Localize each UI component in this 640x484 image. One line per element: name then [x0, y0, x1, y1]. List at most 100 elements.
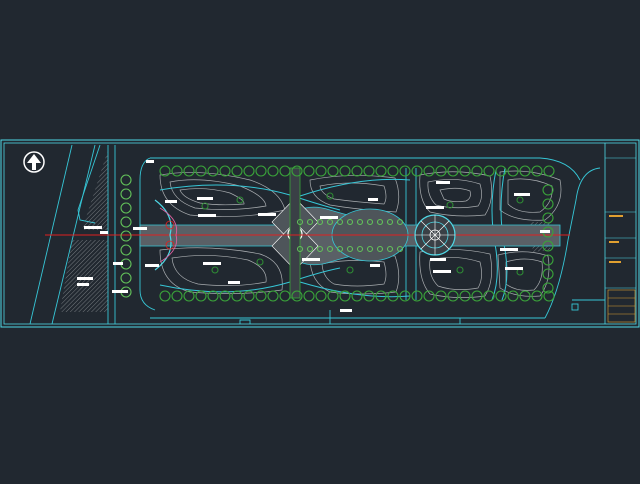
tree-icon: [495, 290, 507, 302]
tree-icon: [195, 165, 207, 177]
tree-icon: [195, 290, 207, 302]
tree-icon: [279, 165, 291, 177]
tree-icon: [447, 290, 459, 302]
annotation-labels: [77, 160, 550, 312]
tree-icon: [207, 165, 219, 177]
tree-icon: [183, 290, 195, 302]
tree-icon: [447, 165, 459, 177]
label-box: [436, 181, 450, 184]
label-box: [100, 231, 108, 234]
tree-icon: [236, 196, 244, 204]
tree-icon: [542, 282, 554, 294]
label-box: [340, 309, 352, 312]
tree-icon: [211, 266, 219, 274]
label-box: [198, 214, 216, 217]
tree-icon: [296, 245, 304, 253]
sheet-frame-inner: [3, 142, 637, 325]
west-entrance-plaza: [154, 199, 178, 271]
tree-icon: [542, 240, 554, 252]
tree-icon: [543, 290, 555, 302]
tree-icon: [363, 290, 375, 302]
tree-icon: [459, 165, 471, 177]
tree-icon: [396, 218, 404, 226]
tree-icon: [471, 290, 483, 302]
label-box: [197, 197, 213, 200]
label-box: [84, 226, 102, 229]
tree-icon: [255, 290, 267, 302]
label-box: [433, 270, 451, 273]
label-box: [426, 206, 444, 209]
tree-icon: [542, 254, 554, 266]
tree-icon: [159, 290, 171, 302]
tree-icon: [542, 198, 554, 210]
label-box: [165, 200, 177, 203]
label-box: [133, 227, 147, 230]
label-box: [368, 198, 378, 201]
label-box: [514, 193, 530, 196]
tree-icon: [171, 290, 183, 302]
tree-icon: [411, 290, 423, 302]
tree-icon: [326, 218, 334, 226]
tree-icon: [507, 165, 519, 177]
tree-icon: [291, 290, 303, 302]
tree-icon: [336, 218, 344, 226]
label-box: [258, 213, 276, 216]
label-box: [77, 277, 93, 280]
tree-icon: [207, 290, 219, 302]
tree-icon: [219, 165, 231, 177]
radial-fountain-icon: [414, 214, 456, 256]
tree-icon: [495, 165, 507, 177]
tree-icon: [291, 165, 303, 177]
tree-icon: [256, 258, 264, 266]
label-box: [370, 264, 380, 267]
tree-icon: [120, 244, 132, 256]
label-box: [228, 281, 240, 284]
tree-icon: [519, 165, 531, 177]
tree-icon: [159, 165, 171, 177]
tree-icon: [435, 165, 447, 177]
tree-icon: [531, 165, 543, 177]
tree-icon: [279, 290, 291, 302]
tree-icon: [303, 290, 315, 302]
tree-icon: [306, 218, 314, 226]
tree-icon: [456, 266, 464, 274]
label-box: [505, 267, 523, 270]
tree-icon: [346, 245, 354, 253]
tree-icon: [201, 202, 209, 210]
tree-icon: [446, 201, 454, 209]
hatched-plaza-south: [60, 240, 108, 312]
tree-icon: [543, 165, 555, 177]
tree-icon: [120, 188, 132, 200]
tree-icon: [483, 290, 495, 302]
tree-icon: [243, 290, 255, 302]
tree-icon: [255, 165, 267, 177]
tree-icon: [296, 218, 304, 226]
tree-icon: [423, 165, 435, 177]
tree-icon: [339, 290, 351, 302]
tree-icon: [120, 272, 132, 284]
bed-edge-curves: [159, 167, 508, 301]
tree-icon: [351, 165, 363, 177]
tree-icon: [316, 245, 324, 253]
tree-icon: [386, 218, 394, 226]
tree-icon: [346, 266, 354, 274]
tree-icon: [183, 165, 195, 177]
tree-icon: [542, 268, 554, 280]
tree-icon: [326, 192, 334, 200]
tree-icon: [339, 165, 351, 177]
tree-icon: [366, 218, 374, 226]
tree-icon: [363, 165, 375, 177]
tree-icon: [267, 165, 279, 177]
tree-icon: [387, 165, 399, 177]
tree-icon: [435, 290, 447, 302]
tree-icon: [542, 184, 554, 196]
tree-icon: [376, 218, 384, 226]
tree-icon: [315, 165, 327, 177]
tree-icon: [411, 165, 423, 177]
tree-icon: [507, 290, 519, 302]
tree-icon: [120, 202, 132, 214]
tree-icon: [375, 165, 387, 177]
tree-icon: [316, 218, 324, 226]
